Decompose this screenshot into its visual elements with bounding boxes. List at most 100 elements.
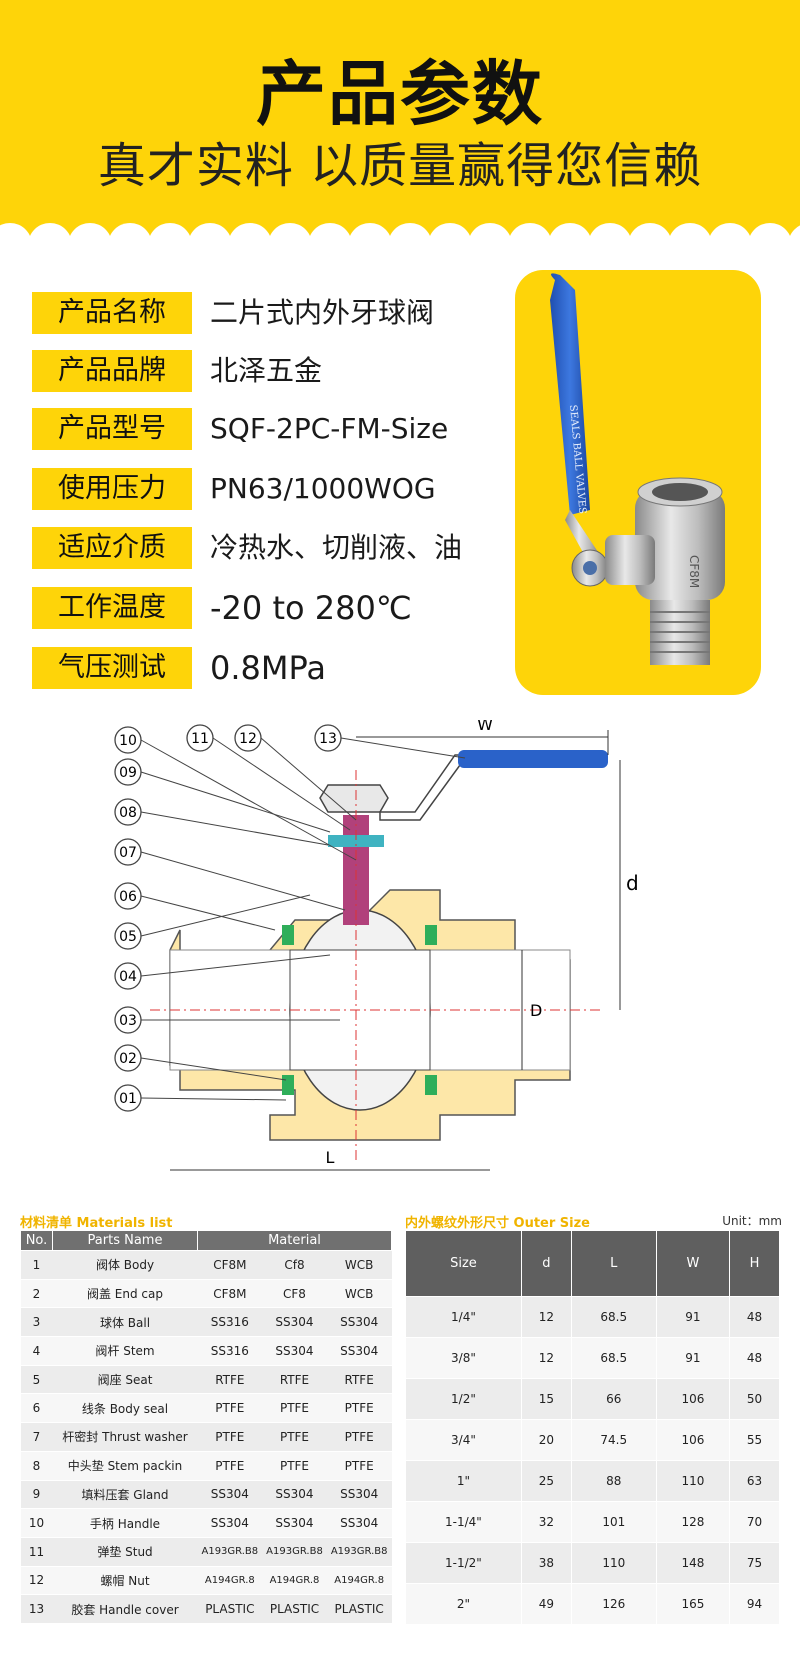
cell-name: 阀座 Seat [52,1365,198,1395]
callout-circle [114,726,142,754]
callout-leader [140,811,329,846]
spec-value: SQF-2PC-FM-Size [210,412,449,445]
callout-leader [140,739,357,861]
seat-lower-right [425,1075,437,1095]
callout-circle [114,838,142,866]
table-cell: 75 [729,1542,780,1584]
col-h: H [729,1230,780,1297]
cell-m2: SS304 [262,1307,327,1338]
materials-title: 材料清单 Materials list [20,1216,173,1231]
callout-leader [212,737,351,831]
callout-number: 13 [319,731,337,747]
table-cell: 106 [655,1378,731,1420]
cell-m2: PTFE [262,1451,327,1481]
body-marking: CF8M [687,555,701,588]
callout-number: 04 [119,969,137,985]
cell-no: 1 [20,1250,53,1280]
col-no: No. [20,1230,53,1251]
col-d: d [520,1230,572,1297]
dim-D-label: D [530,1001,542,1020]
cell-no: 12 [20,1566,53,1596]
table-cell: 38 [520,1542,572,1584]
callout-leader [140,1097,287,1101]
outer-title: 内外螺纹外形尺寸 Outer Size [405,1216,591,1231]
spec-value: 二片式内外牙球阀 [210,296,435,329]
cell-m1: A193GR.B8 [197,1537,263,1567]
table-cell: 66 [570,1378,657,1420]
cell-m2: A193GR.B8 [262,1537,327,1567]
table-cell: 70 [729,1501,780,1543]
cell-m1: SS316 [197,1307,263,1338]
callout-number: 05 [119,929,137,945]
cell-m2: SS304 [262,1480,327,1510]
page-title: 产品参数 [256,53,544,135]
table-cell: 49 [520,1583,572,1625]
cell-no: 3 [20,1307,53,1338]
header-banner: 产品参数 真才实料 以质量赢得您信赖 [0,0,800,245]
spec-label: 适应介质 [32,527,192,569]
table-cell: 32 [520,1501,572,1543]
cell-m3: RTFE [326,1365,392,1395]
col-material: Material [197,1230,392,1251]
table-cell: 126 [570,1583,657,1625]
callout-leader [140,1057,287,1081]
cell-name: 中头垫 Stem packin [52,1451,198,1481]
dim-l-label: L [326,1148,335,1167]
callout-number: 09 [119,765,137,781]
cell-m3: WCB [326,1250,392,1280]
top-nut [319,784,389,813]
table-cell: 2" [405,1583,522,1625]
cell-name: 填料压套 Gland [52,1480,198,1510]
cell-no: 2 [20,1279,53,1309]
col-size: Size [405,1230,522,1297]
cell-name: 线条 Body seal [52,1393,198,1424]
cell-no: 6 [20,1393,53,1424]
callout-number: 01 [119,1091,137,1107]
cell-name: 螺帽 Nut [52,1566,198,1596]
table-cell: 74.5 [570,1419,657,1461]
table-cell: 20 [520,1419,572,1461]
callout-circle [114,1084,142,1112]
callout-leader [140,895,276,931]
table-cell: 1-1/2" [405,1542,522,1584]
seat-upper-left [282,925,294,945]
table-cell: 128 [655,1501,731,1543]
product-photo: SEALS BALL VALVES CF8M [515,270,761,695]
spec-label: 使用压力 [32,468,192,510]
callout-number: 12 [239,731,257,747]
stem-packing [328,835,384,847]
cell-m3: PTFE [326,1393,392,1424]
cell-name: 手柄 Handle [52,1508,198,1538]
table-cell: 50 [729,1378,780,1420]
table-cell: 91 [655,1337,731,1379]
cell-m1: A194GR.8 [197,1566,263,1596]
valve-bonnet [605,535,655,585]
table-cell: 148 [655,1542,731,1584]
col-l: L [570,1230,657,1297]
cell-m1: PTFE [197,1451,263,1481]
callout-number: 07 [119,845,137,861]
ball-valve-image: SEALS BALL VALVES CF8M [550,273,725,665]
cell-m2: RTFE [262,1365,327,1395]
cell-name: 阀体 Body [52,1250,198,1280]
spec-value: PN63/1000WOG [210,472,436,505]
cell-no: 5 [20,1365,53,1395]
cell-m3: PTFE [326,1422,392,1452]
table-cell: 12 [520,1337,572,1379]
cell-m3: SS304 [326,1336,392,1366]
spec-value: 冷热水、切削液、油 [210,531,463,564]
spec-label: 气压测试 [32,647,192,689]
spec-label: 产品型号 [32,408,192,450]
callout-number: 03 [119,1013,137,1029]
table-cell: 63 [729,1460,780,1502]
